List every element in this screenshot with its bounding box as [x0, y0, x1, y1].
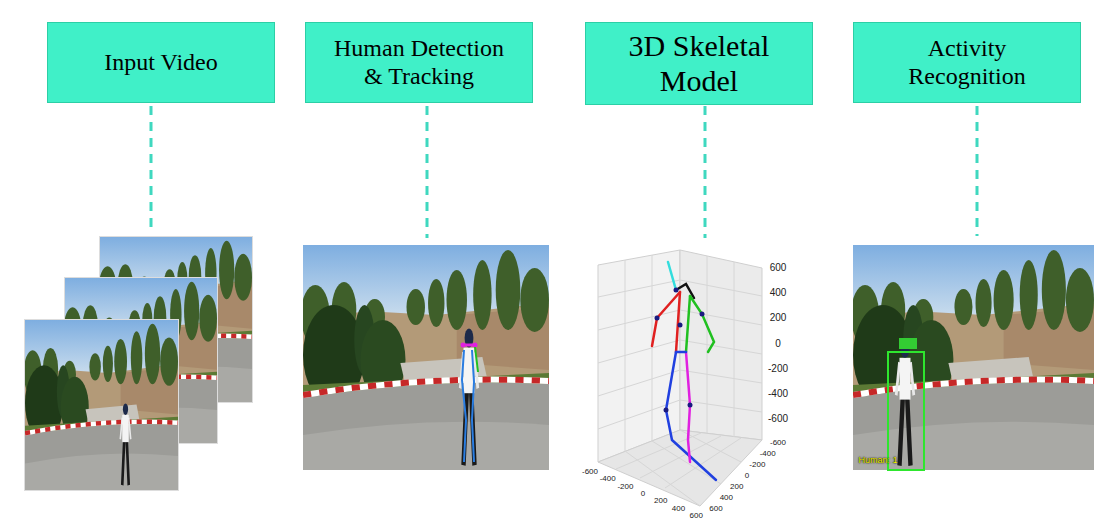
- stage-title: Activity Recognition: [894, 35, 1040, 90]
- axis-tick: -600: [770, 439, 786, 447]
- video-frames: [24, 236, 253, 491]
- dashed-leader: [151, 106, 977, 238]
- axis-tick: 400: [672, 505, 685, 513]
- recognition-frame: [851, 245, 1094, 470]
- axis-tick: 600: [770, 263, 787, 273]
- axis-tick: 0: [775, 339, 781, 349]
- detection-tag: Human: 1: [858, 456, 897, 465]
- axis-tick: -200: [617, 483, 633, 491]
- axis-tick: -400: [600, 475, 616, 483]
- stage-box: Activity Recognition: [853, 22, 1081, 103]
- axis-tick: -600: [582, 468, 598, 476]
- axis-tick: 0: [641, 490, 645, 498]
- stage-box: Input Video: [47, 22, 275, 103]
- axis-tick: 200: [770, 313, 787, 323]
- axis-tick: -400: [768, 389, 788, 399]
- axis-tick: 400: [720, 494, 733, 502]
- axis-tick: -400: [760, 450, 776, 458]
- axis-tick: -600: [768, 414, 788, 424]
- stage-box: 3D Skeletal Model: [585, 22, 813, 105]
- skeleton-plot: [598, 250, 762, 506]
- detection-frame: [301, 245, 549, 470]
- stage-title: 3D Skeletal Model: [606, 29, 792, 98]
- axis-tick: 600: [690, 512, 703, 520]
- axis-tick: 200: [730, 483, 743, 491]
- axis-tick: -200: [768, 364, 788, 374]
- axis-tick: 600: [709, 505, 722, 513]
- axis-tick: -200: [749, 461, 765, 469]
- stage-title: Input Video: [104, 49, 217, 77]
- stage-title: Human Detection & Tracking: [330, 35, 508, 90]
- axis-tick: 200: [654, 497, 667, 505]
- axis-tick: 0: [745, 472, 749, 480]
- axis-tick: 400: [770, 288, 787, 298]
- stage-box: Human Detection & Tracking: [305, 22, 533, 103]
